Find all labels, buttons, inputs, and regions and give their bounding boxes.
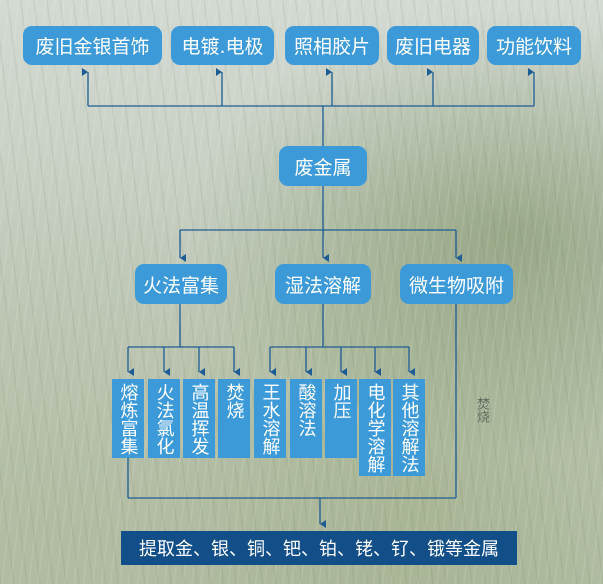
wet-sub-3: 加压 (325, 379, 357, 458)
fire-sub-1: 熔炼富集 (112, 379, 144, 458)
fire-sub-2: 火法氯化 (148, 379, 180, 458)
center-box: 废金属 (279, 146, 367, 186)
wet-sub-4: 电化学溶解 (359, 379, 391, 476)
method-box-wet: 湿法溶解 (275, 264, 371, 304)
source-box-5: 功能饮料 (487, 26, 581, 65)
method-box-fire: 火法富集 (135, 264, 227, 304)
source-box-1: 废旧金银首饰 (23, 26, 162, 65)
method-box-bio: 微生物吸附 (400, 264, 513, 304)
wet-sub-5: 其他溶解法 (393, 379, 425, 476)
source-box-2: 电镀.电极 (171, 26, 274, 65)
fire-sub-3: 高温挥发 (183, 379, 215, 458)
faint-note: 焚烧 (474, 397, 489, 423)
wet-sub-2: 酸溶法 (290, 379, 322, 458)
fire-sub-4: 焚烧 (218, 379, 250, 458)
source-box-4: 废旧电器 (387, 26, 479, 65)
wet-sub-1: 王水溶解 (254, 379, 286, 458)
result-box: 提取金、银、铜、钯、铂、铑、钌、锇等金属 (121, 531, 517, 565)
source-box-3: 照相胶片 (285, 26, 379, 65)
